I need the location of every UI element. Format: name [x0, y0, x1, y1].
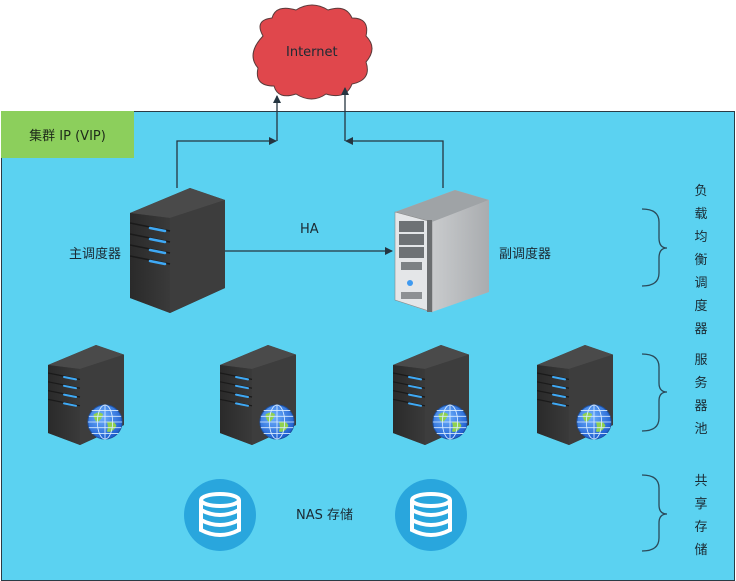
- group-char: 享: [694, 497, 708, 512]
- load-balancer-brace: [641, 208, 668, 287]
- shared-storage-brace: [641, 474, 668, 552]
- secondary-scheduler-label: 副调度器: [499, 247, 552, 262]
- server-pool-item: [48, 345, 124, 445]
- server-pool-brace: [641, 353, 668, 432]
- cluster-vip-text: 集群 IP (VIP): [29, 129, 106, 144]
- internet-cloud: [252, 4, 373, 100]
- server-pool-item: [393, 345, 469, 445]
- nas-storage-label: NAS 存储: [296, 508, 354, 523]
- internet-label: Internet: [286, 45, 338, 60]
- secondary-to-junction-line: [345, 137, 444, 188]
- group-char: 器: [694, 399, 708, 414]
- braces: [641, 208, 668, 552]
- group-char: 共: [694, 474, 708, 489]
- primary-scheduler-server-icon: [130, 188, 225, 313]
- globe-icon: [87, 404, 123, 440]
- shared-storage-group-label: 共 享 存 储: [693, 470, 709, 562]
- cluster-vip-label: 集群 IP (VIP): [1, 111, 134, 158]
- server-pool-group-label: 服 务 器 池: [693, 349, 709, 441]
- group-char: 池: [694, 422, 708, 437]
- globe-icon: [259, 404, 295, 440]
- group-char: 储: [694, 543, 708, 558]
- group-char: 载: [694, 207, 708, 222]
- group-char: 存: [694, 520, 708, 535]
- group-char: 衡: [694, 253, 708, 268]
- server-pool-item: [220, 345, 296, 445]
- group-char: 负: [694, 184, 708, 199]
- group-char: 均: [694, 230, 708, 245]
- diagram-svg: [48, 4, 668, 552]
- secondary-scheduler-server-icon: [394, 190, 489, 313]
- group-char: 调: [694, 276, 708, 291]
- group-char: 器: [694, 322, 708, 337]
- database-icon: [394, 478, 468, 552]
- group-char: 度: [694, 299, 708, 314]
- ha-label: HA: [300, 222, 319, 237]
- connectors: [176, 87, 444, 255]
- cluster-panel: [1, 111, 735, 581]
- group-char: 服: [694, 353, 708, 368]
- group-char: 务: [694, 376, 708, 391]
- globe-icon: [432, 404, 468, 440]
- primary-to-junction-line: [176, 137, 277, 188]
- primary-scheduler-label: 主调度器: [69, 247, 122, 262]
- server-pool-item: [537, 345, 613, 445]
- database-icon: [183, 478, 257, 552]
- load-balancer-group-label: 负 载 均 衡 调 度 器: [693, 180, 709, 341]
- globe-icon: [576, 404, 612, 440]
